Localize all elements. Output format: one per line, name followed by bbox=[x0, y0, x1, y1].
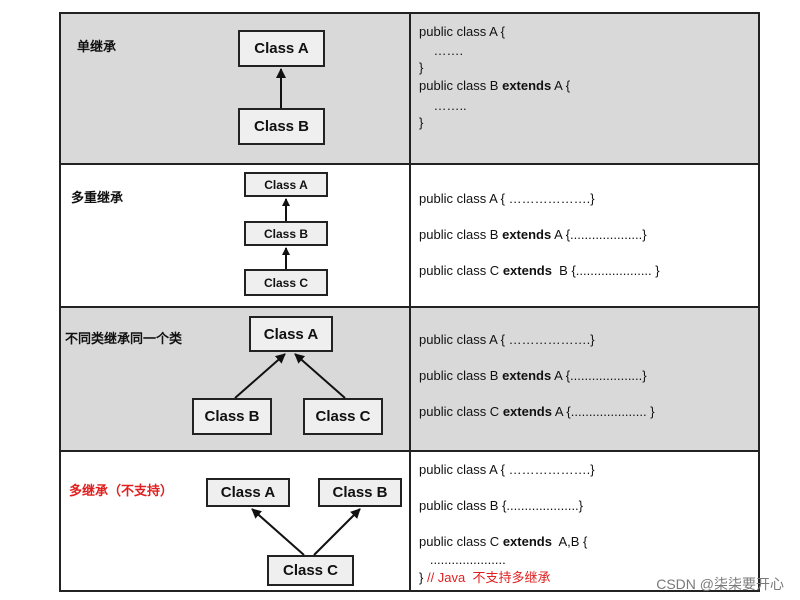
inheritance-arrow bbox=[276, 68, 286, 108]
code-line: public class C extends A {..............… bbox=[419, 404, 655, 419]
row-label: 多重继承 bbox=[71, 190, 124, 205]
code-line: public class A { ……………….} bbox=[419, 462, 595, 477]
class-a-box: Class A bbox=[206, 478, 290, 507]
code-line: public class A { bbox=[419, 24, 505, 39]
row-label: 不同类继承同一个类 bbox=[65, 331, 183, 346]
code-line: public class A { ……………….} bbox=[419, 191, 595, 206]
java-comment: // Java 不支持多继承 bbox=[423, 570, 551, 585]
code-line: ..................... bbox=[419, 552, 506, 567]
class-c-box: Class C bbox=[303, 398, 383, 435]
code-line: public class A { ……………….} bbox=[419, 332, 595, 347]
code-line: ……. bbox=[419, 43, 464, 58]
class-b-box: Class B bbox=[318, 478, 402, 507]
code-line: …….. bbox=[419, 98, 467, 113]
code-line: public class B {....................} bbox=[419, 498, 584, 513]
class-c-box: Class C bbox=[267, 555, 354, 586]
diagram-cell: 多重继承 Class A Class B Class C bbox=[61, 165, 409, 306]
row-label: 单继承 bbox=[77, 39, 117, 54]
row-multilevel-inheritance: 多重继承 Class A Class B Class C public clas… bbox=[61, 165, 758, 308]
class-b-box: Class B bbox=[192, 398, 272, 435]
code-line: public class C extends B {..............… bbox=[419, 263, 660, 278]
row-multiple-inheritance: 多继承（不支持） Class A Class B Class C public … bbox=[61, 452, 758, 590]
code-line: } // Java 不支持多继承 bbox=[419, 570, 551, 585]
class-b-box: Class B bbox=[244, 221, 328, 246]
code-line: public class B extends A {..............… bbox=[419, 227, 647, 242]
class-a-box: Class A bbox=[249, 316, 333, 352]
diagram-cell: 单继承 Class A Class B bbox=[61, 14, 409, 163]
code-cell: public class A { ……………….} public class B… bbox=[411, 452, 758, 590]
code-line: public class B extends A { bbox=[419, 78, 571, 93]
row-label: 多继承（不支持） bbox=[69, 483, 174, 498]
code-cell: public class A { ……. } public class B ex… bbox=[411, 14, 758, 163]
class-b-box: Class B bbox=[238, 108, 325, 145]
code-line: public class C extends A,B { bbox=[419, 534, 588, 549]
code-cell: public class A { ……………….} public class B… bbox=[411, 165, 758, 306]
csdn-watermark: CSDN @柒柒要开心 bbox=[656, 576, 784, 592]
column-divider bbox=[409, 165, 411, 306]
diagram-cell: 多继承（不支持） Class A Class B Class C bbox=[61, 452, 409, 590]
class-a-box: Class A bbox=[244, 172, 328, 197]
inheritance-table: 单继承 Class A Class B public class A { …….… bbox=[59, 12, 760, 592]
inheritance-arrows bbox=[251, 508, 361, 556]
column-divider bbox=[409, 308, 411, 450]
inheritance-arrows bbox=[282, 198, 290, 269]
code-cell: public class A { ……………….} public class B… bbox=[411, 308, 758, 450]
row-hierarchical-inheritance: 不同类继承同一个类 Class A Class B Class C public… bbox=[61, 308, 758, 452]
code-line: } bbox=[419, 115, 424, 130]
inheritance-arrows bbox=[234, 353, 346, 399]
code-line: } bbox=[419, 60, 424, 75]
row-single-inheritance: 单继承 Class A Class B public class A { …….… bbox=[61, 14, 758, 165]
diagram-cell: 不同类继承同一个类 Class A Class B Class C bbox=[61, 308, 409, 450]
class-a-box: Class A bbox=[238, 30, 325, 67]
column-divider bbox=[409, 14, 411, 163]
class-c-box: Class C bbox=[244, 269, 328, 296]
code-line: public class B extends A {..............… bbox=[419, 368, 647, 383]
column-divider bbox=[409, 452, 411, 590]
